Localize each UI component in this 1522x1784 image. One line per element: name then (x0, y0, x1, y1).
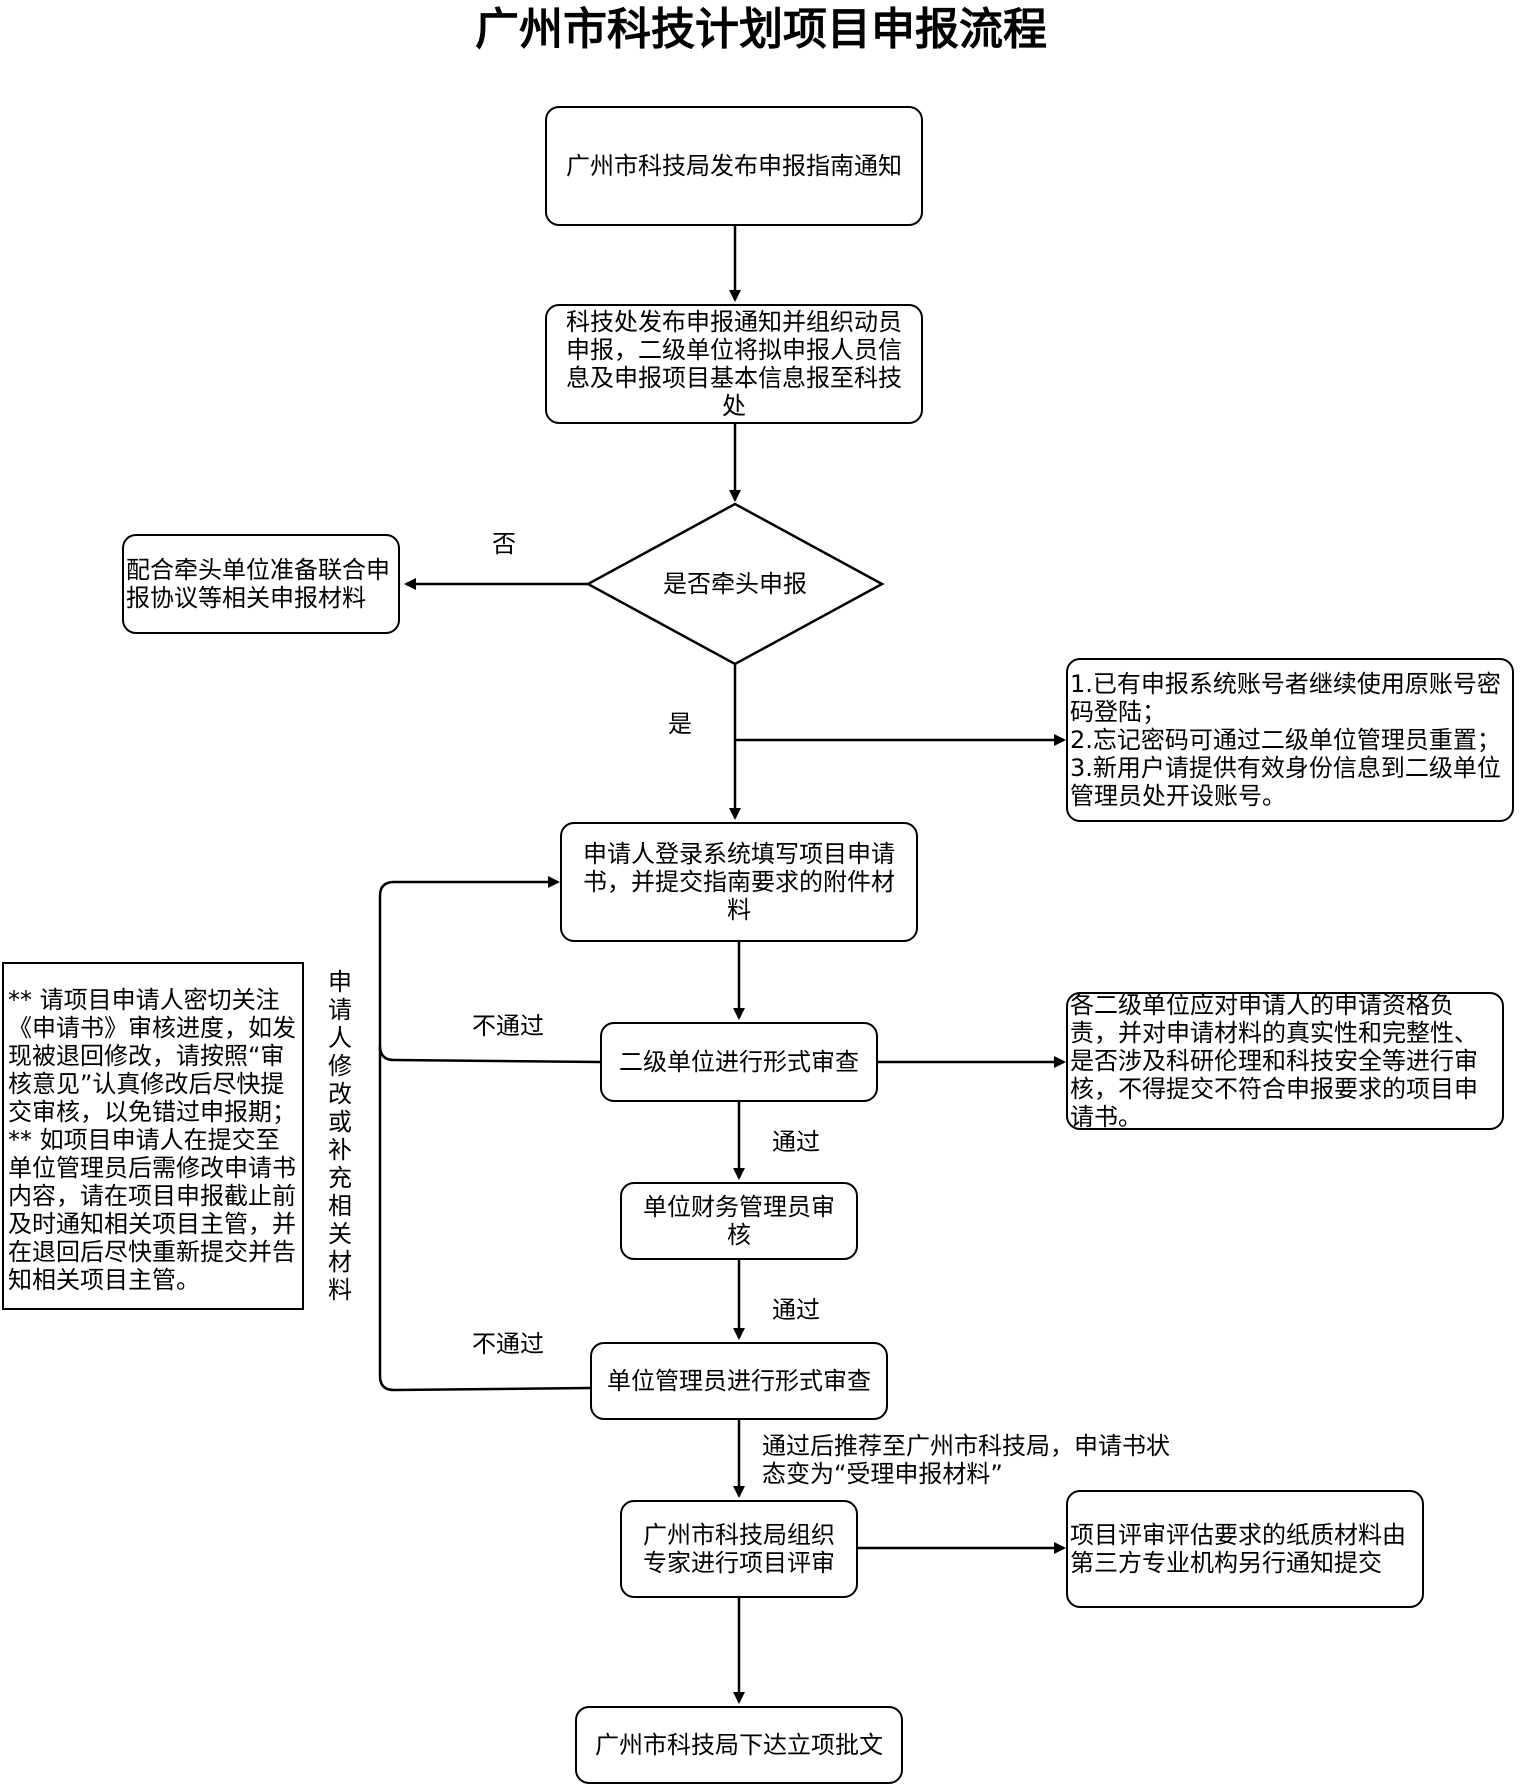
node-secondary-note: 各二级单位应对申请人的申请资格负责，并对申请材料的真实性和完整性、是否涉及科研伦… (1066, 991, 1504, 1131)
node-admin-review: 单位管理员进行形式审查 (590, 1342, 888, 1420)
loop-n4-back (378, 876, 601, 1064)
label-loop-vertical: 申请人修改或补充相关材料 (328, 968, 352, 1304)
node-joint-materials: 配合牵头单位准备联合申报协议等相关申报材料 (122, 534, 400, 634)
node-expert-review-text: 广州市科技局组织专家进行项目评审 (643, 1521, 835, 1577)
loop-n6-back (378, 1046, 591, 1392)
node-finance-review: 单位财务管理员审核 (620, 1182, 858, 1260)
side-note-text: ** 请项目申请人密切关注《申请书》审核进度，如发现被退回修改，请按照“审核意见… (8, 986, 296, 1294)
label-yes: 是 (668, 710, 692, 738)
node-paper-materials-note-text: 项目评审评估要求的纸质材料由第三方专业机构另行通知提交 (1070, 1521, 1406, 1577)
label-pass-1: 通过 (772, 1128, 820, 1156)
node-fill-application: 申请人登录系统填写项目申请书，并提交指南要求的附件材料 (560, 822, 918, 942)
label-no: 否 (492, 530, 516, 558)
page-title: 广州市科技计划项目申报流程 (475, 4, 1047, 55)
label-fail-2: 不通过 (472, 1330, 544, 1358)
node-guideline-notice: 广州市科技局发布申报指南通知 (545, 106, 923, 226)
node-secondary-note-text: 各二级单位应对申请人的申请资格负责，并对申请材料的真实性和完整性、是否涉及科研伦… (1070, 991, 1478, 1131)
side-note-box: ** 请项目申请人密切关注《申请书》审核进度，如发现被退回修改，请按照“审核意见… (2, 962, 304, 1310)
node-finance-review-text: 单位财务管理员审核 (643, 1193, 835, 1249)
node-approval: 广州市科技局下达立项批文 (575, 1706, 903, 1784)
node-joint-materials-text: 配合牵头单位准备联合申报协议等相关申报材料 (126, 556, 390, 612)
node-secondary-review-text: 二级单位进行形式审查 (619, 1048, 859, 1076)
node-mobilize-text: 科技处发布申报通知并组织动员申报，二级单位将拟申报人员信息及申报项目基本信息报至… (566, 308, 902, 420)
node-admin-review-text: 单位管理员进行形式审查 (607, 1367, 871, 1395)
node-secondary-review: 二级单位进行形式审查 (600, 1022, 878, 1102)
label-recommend: 通过后推荐至广州市科技局，申请书状态变为“受理申报材料” (762, 1432, 1170, 1488)
node-approval-text: 广州市科技局下达立项批文 (595, 1731, 883, 1759)
node-fill-application-text: 申请人登录系统填写项目申请书，并提交指南要求的附件材料 (583, 840, 895, 924)
label-fail-1: 不通过 (472, 1012, 544, 1040)
node-mobilize: 科技处发布申报通知并组织动员申报，二级单位将拟申报人员信息及申报项目基本信息报至… (545, 304, 923, 424)
decision-text: 是否牵头申报 (663, 570, 807, 598)
node-guideline-notice-text: 广州市科技局发布申报指南通知 (566, 152, 902, 180)
node-account-note-text: 1.已有申报系统账号者继续使用原账号密码登陆； 2.忘记密码可通过二级单位管理员… (1070, 670, 1501, 810)
node-paper-materials-note: 项目评审评估要求的纸质材料由第三方专业机构另行通知提交 (1066, 1490, 1424, 1608)
label-pass-2: 通过 (772, 1296, 820, 1324)
node-expert-review: 广州市科技局组织专家进行项目评审 (620, 1500, 858, 1598)
node-account-note: 1.已有申报系统账号者继续使用原账号密码登陆； 2.忘记密码可通过二级单位管理员… (1066, 658, 1514, 822)
